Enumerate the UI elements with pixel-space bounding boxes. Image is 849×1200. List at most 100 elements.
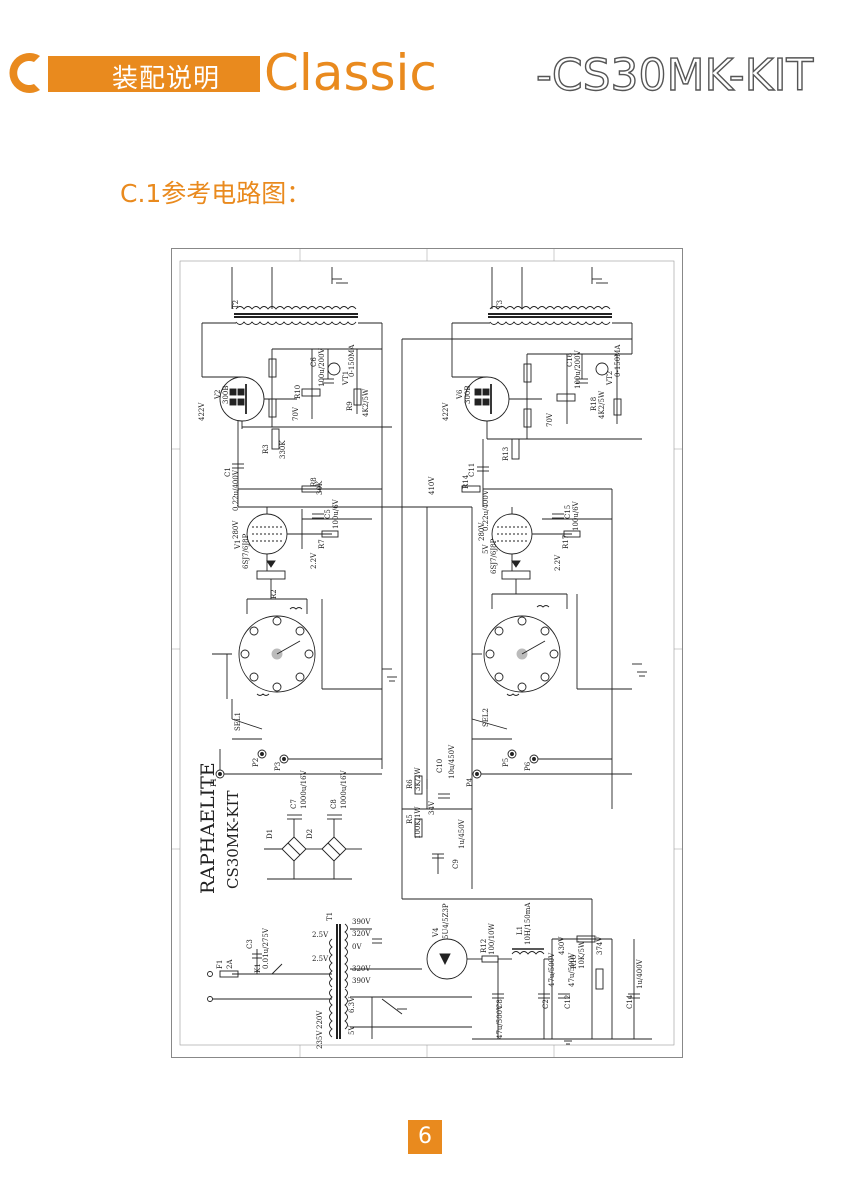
page-header: 装配说明 Classic -CS30MK-KIT [0, 0, 849, 120]
label-v2-type: 300B [222, 385, 230, 404]
label-c8-val: 1000u/16V [340, 769, 348, 809]
label-v5: 5V [482, 544, 490, 554]
label-c11-val: 0.22u/400V [482, 489, 490, 531]
label-sel2: SEL2 [482, 708, 490, 727]
output-transformer-right [451, 267, 632, 377]
label-c5: C5 [324, 509, 332, 519]
schematic-drawing: T2 V2 300B 422V 70V C6 100u/200V R10 R9 … [172, 249, 682, 1057]
tube-v1-left [246, 507, 372, 571]
label-r7: R7 [318, 539, 326, 549]
label-280v-left: 280V [232, 520, 240, 539]
label-p6: P6 [524, 761, 532, 771]
label-c3-val: 0.01u/275V [262, 927, 270, 969]
label-r2: R2 [270, 589, 278, 599]
label-r18-val: 4K2/5W [598, 390, 606, 419]
label-422v-left: 422V [198, 402, 206, 421]
label-c11: C11 [468, 463, 476, 477]
label-r5: R5 [406, 814, 414, 824]
label-c2-val: 47u/500V [548, 952, 556, 987]
header-bar [48, 56, 260, 92]
label-vt2-val: 0-150MA [614, 344, 622, 377]
b-plus-rails [401, 338, 632, 1039]
label-v5-type: 6SJ7/6J8P [490, 538, 498, 574]
label-r12: R12 [480, 939, 488, 953]
label-422v-right: 422V [442, 402, 450, 421]
coupling-left [232, 421, 472, 508]
label-r9: R9 [346, 401, 354, 411]
label-c14-val: 1u/400V [636, 958, 644, 989]
label-c7-val: 1000u/16V [300, 769, 308, 809]
label-r5-val: 100K/1W [414, 806, 422, 839]
schematic-model: CS30MK-KIT [224, 790, 242, 889]
label-390v-a: 390V [352, 918, 371, 926]
label-430v: 430V [558, 936, 566, 955]
filament-caps [372, 938, 407, 1015]
label-v6: V6 [456, 389, 464, 400]
label-l1: L1 [516, 926, 524, 935]
label-v2: V2 [214, 389, 222, 400]
label-r9-val: 4K2/5W [362, 388, 370, 417]
label-p1: P1 [210, 778, 218, 787]
label-v4-type: 5U4/5Z3P [442, 903, 450, 939]
label-c3: C3 [246, 939, 254, 949]
power-transformer [212, 923, 472, 1039]
output-transformer-left [201, 267, 383, 377]
label-c6: C6 [310, 357, 318, 367]
label-v1: V1 [234, 539, 242, 550]
tube-v2-left [202, 376, 297, 429]
label-c1-val: 0.22u/400V [232, 469, 240, 511]
label-c1: C1 [224, 467, 232, 477]
label-25v-b: 2.5V [312, 955, 329, 963]
label-r3: R3 [262, 444, 270, 454]
filter-capacitors [472, 939, 652, 1045]
label-r14: R14 [462, 474, 470, 489]
tube-v6-right [452, 376, 542, 439]
label-r16-val: 10K/5W [578, 940, 586, 969]
label-r10: R10 [294, 385, 302, 399]
mains-input [207, 949, 283, 1002]
label-70v-right: 70V [546, 412, 554, 427]
label-c8b: C8 [496, 999, 504, 1009]
label-0v: 0V [352, 943, 362, 951]
section-title: C.1参考电路图： [120, 179, 312, 208]
label-280v-right: 280V [478, 522, 486, 541]
input-selector-left [212, 560, 397, 699]
label-p5: P5 [502, 758, 510, 767]
label-235v: 235V [316, 1030, 324, 1049]
label-c6-val: 100u/200V [318, 347, 326, 387]
input-jacks-right [471, 699, 632, 779]
schematic-brand: RAPHAELITE [197, 762, 219, 894]
label-c15-val: 100u/6V [572, 500, 580, 531]
label-2v2-left: 2.2V [310, 552, 318, 569]
label-390v-b: 390V [352, 977, 371, 985]
label-c8: C8 [330, 799, 338, 809]
label-f1: F1 [216, 960, 224, 969]
section-label: 装配说明 [112, 64, 221, 94]
label-vt1: VT1 [342, 371, 350, 386]
label-c16: C16 [566, 352, 574, 367]
label-t2: T2 [232, 300, 240, 309]
label-c9: C9 [452, 859, 460, 869]
label-c10: C10 [436, 759, 444, 773]
label-vt2: VT2 [606, 371, 614, 386]
label-d2: D2 [306, 829, 314, 839]
label-c14: C14 [626, 994, 634, 1009]
label-v1-type: 6SJ7/6J8P [242, 533, 250, 569]
label-34v: 34V [428, 800, 436, 815]
label-p3: P3 [274, 762, 282, 771]
coupling-right [461, 438, 612, 507]
label-t1: T1 [326, 912, 334, 921]
label-d1: D1 [266, 829, 274, 839]
label-r12-val: 100/10W [488, 922, 496, 955]
label-c8b-val: 47u/500V [496, 1004, 504, 1039]
label-vt1-val: 0-150MA [348, 344, 356, 377]
label-r3-val: 330K [279, 440, 287, 459]
label-c12-val: 47u/500V [568, 952, 576, 987]
circuit-schematic: T2 V2 300B 422V 70V C6 100u/200V R10 R9 … [171, 248, 683, 1058]
label-r17: R17 [562, 535, 570, 549]
label-c9-val: 1u/450V [458, 818, 466, 849]
label-374v: 374V [596, 936, 604, 955]
label-r6-val: 3K/2W [414, 767, 422, 791]
label-p2: P2 [252, 758, 260, 767]
label-t3: T3 [496, 300, 504, 309]
